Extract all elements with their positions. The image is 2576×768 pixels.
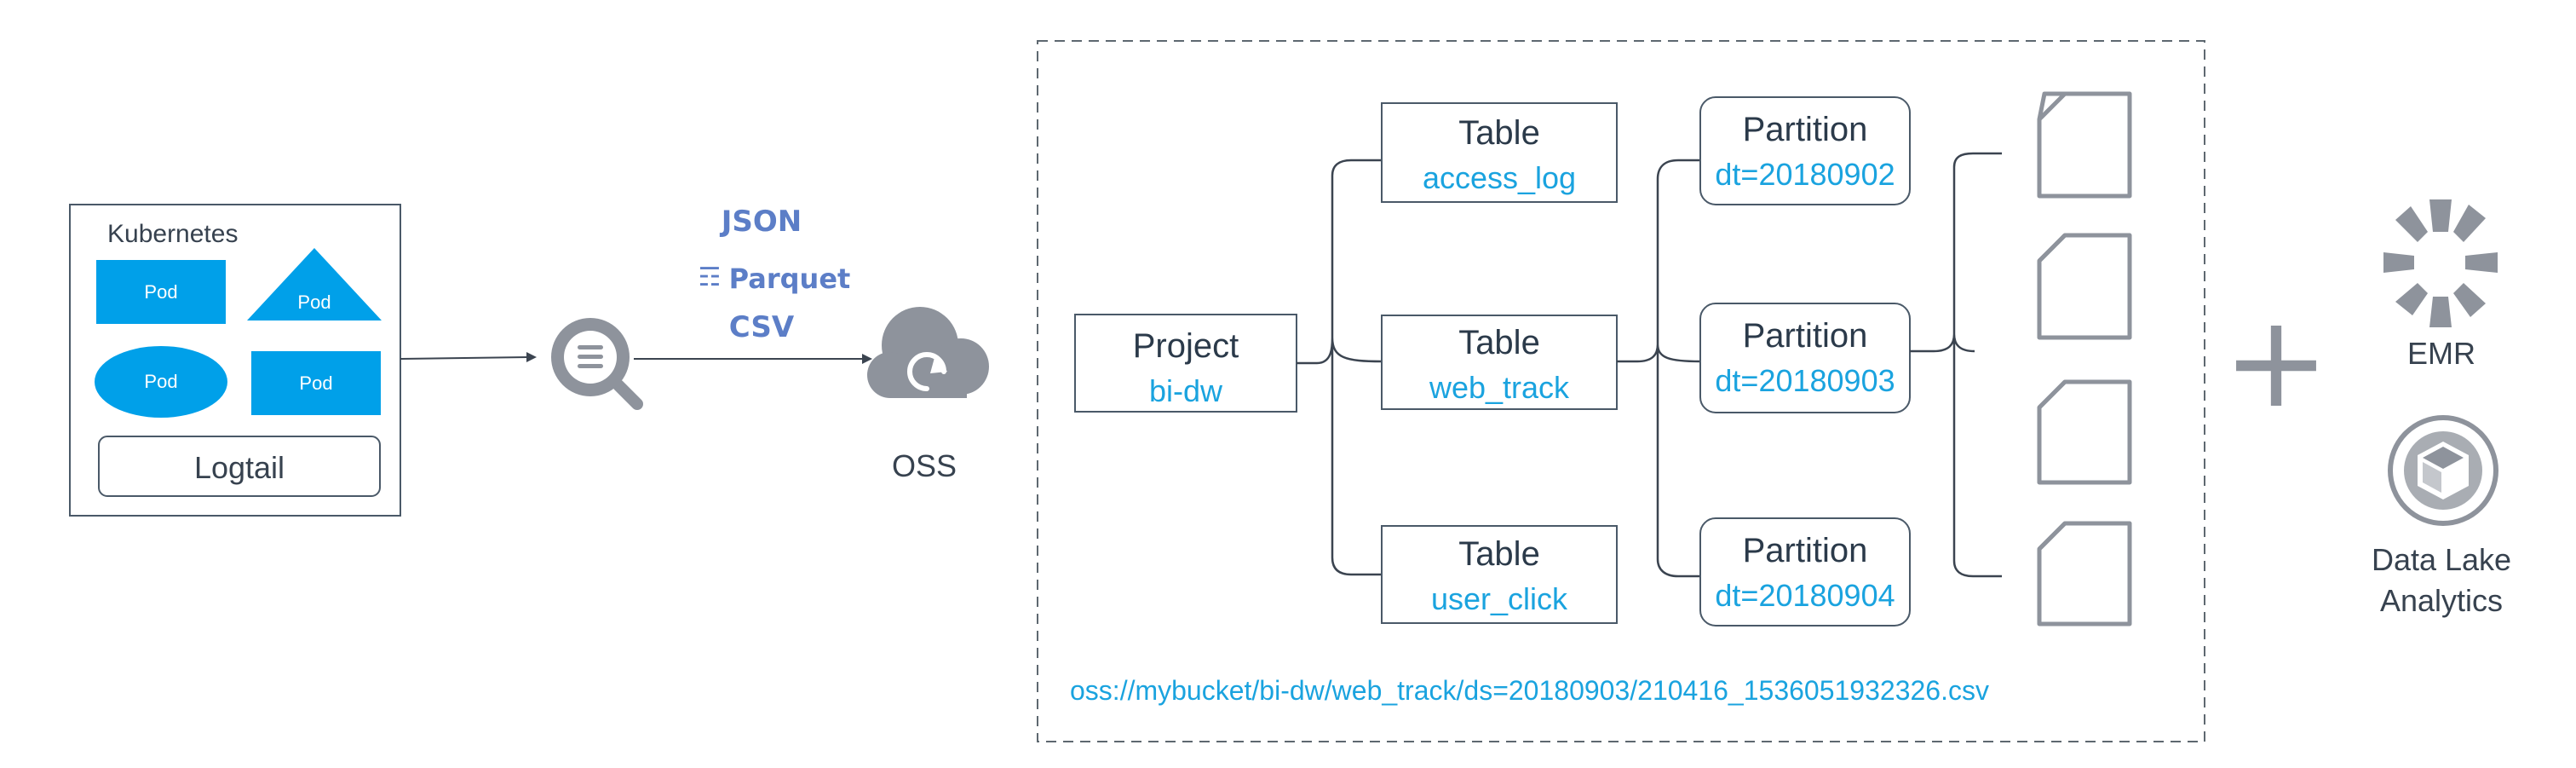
file-icon (2037, 379, 2132, 485)
data-lake-analytics-icon (2388, 415, 2498, 526)
table-box-2 (1381, 315, 1618, 410)
file-icon (2037, 91, 2132, 199)
file-icon (2037, 233, 2132, 340)
pod-label: Pod (144, 281, 178, 303)
arrowhead-icon (526, 352, 537, 362)
log-service-search-icon (551, 318, 643, 410)
format-json-label: JSON (721, 205, 802, 239)
dla-label-line1: Data Lake (2371, 542, 2512, 577)
table-name: access_log (1422, 160, 1577, 195)
partition-title: Partition (1742, 317, 1868, 355)
partition-name: dt=20180902 (1715, 157, 1895, 192)
pod-rectangle-2 (251, 351, 381, 415)
pod-label: Pod (297, 292, 331, 313)
kubernetes-title: Kubernetes (107, 220, 239, 248)
format-parquet-label: Parquet (728, 263, 851, 295)
emr-icon (2383, 199, 2498, 327)
file-icon (2037, 521, 2132, 627)
partition-title: Partition (1742, 532, 1868, 569)
project-table-connector (1297, 159, 1383, 576)
cloud-upload-icon (867, 307, 989, 398)
table-title: Table (1458, 114, 1540, 152)
partition-name: dt=20180904 (1715, 578, 1895, 613)
partition-name: dt=20180903 (1715, 363, 1895, 398)
pod-ellipse (95, 346, 227, 418)
pod-rectangle-1 (96, 260, 226, 324)
plus-sign: + (2222, 288, 2330, 436)
partition-title: Partition (1742, 111, 1868, 148)
project-title: Project (1132, 327, 1239, 365)
logtail-box (98, 436, 381, 497)
project-box (1074, 314, 1297, 413)
emr-label: EMR (2407, 336, 2475, 371)
project-name: bi-dw (1148, 373, 1223, 408)
table-name: web_track (1429, 370, 1570, 405)
partition-box-2 (1699, 303, 1911, 413)
partition-box-1 (1699, 96, 1911, 205)
format-csv-label: CSV (728, 310, 795, 344)
oss-label: OSS (891, 448, 957, 483)
dla-label-line2: Analytics (2379, 583, 2504, 618)
table-box-1 (1381, 102, 1618, 203)
table-title: Table (1458, 535, 1540, 573)
oss-path-text: oss://mybucket/bi-dw/web_track/ds=201809… (1070, 675, 1989, 706)
partition-file-connector (1910, 152, 2002, 578)
table-name: user_click (1430, 581, 1568, 616)
pod-label: Pod (299, 372, 333, 394)
table-title: Table (1458, 324, 1540, 361)
table-partition-connector (1617, 159, 1701, 578)
oss-storage-dashed-box (1037, 40, 2205, 742)
arrowhead-icon (862, 354, 872, 364)
table-box-3 (1381, 525, 1618, 624)
pod-label: Pod (144, 371, 178, 392)
parquet-icon: ☶ (698, 263, 722, 292)
pod-triangle (247, 248, 382, 320)
arrow-cluster-to-logservice (400, 356, 529, 360)
logtail-label: Logtail (193, 450, 285, 485)
partition-box-3 (1699, 517, 1911, 627)
